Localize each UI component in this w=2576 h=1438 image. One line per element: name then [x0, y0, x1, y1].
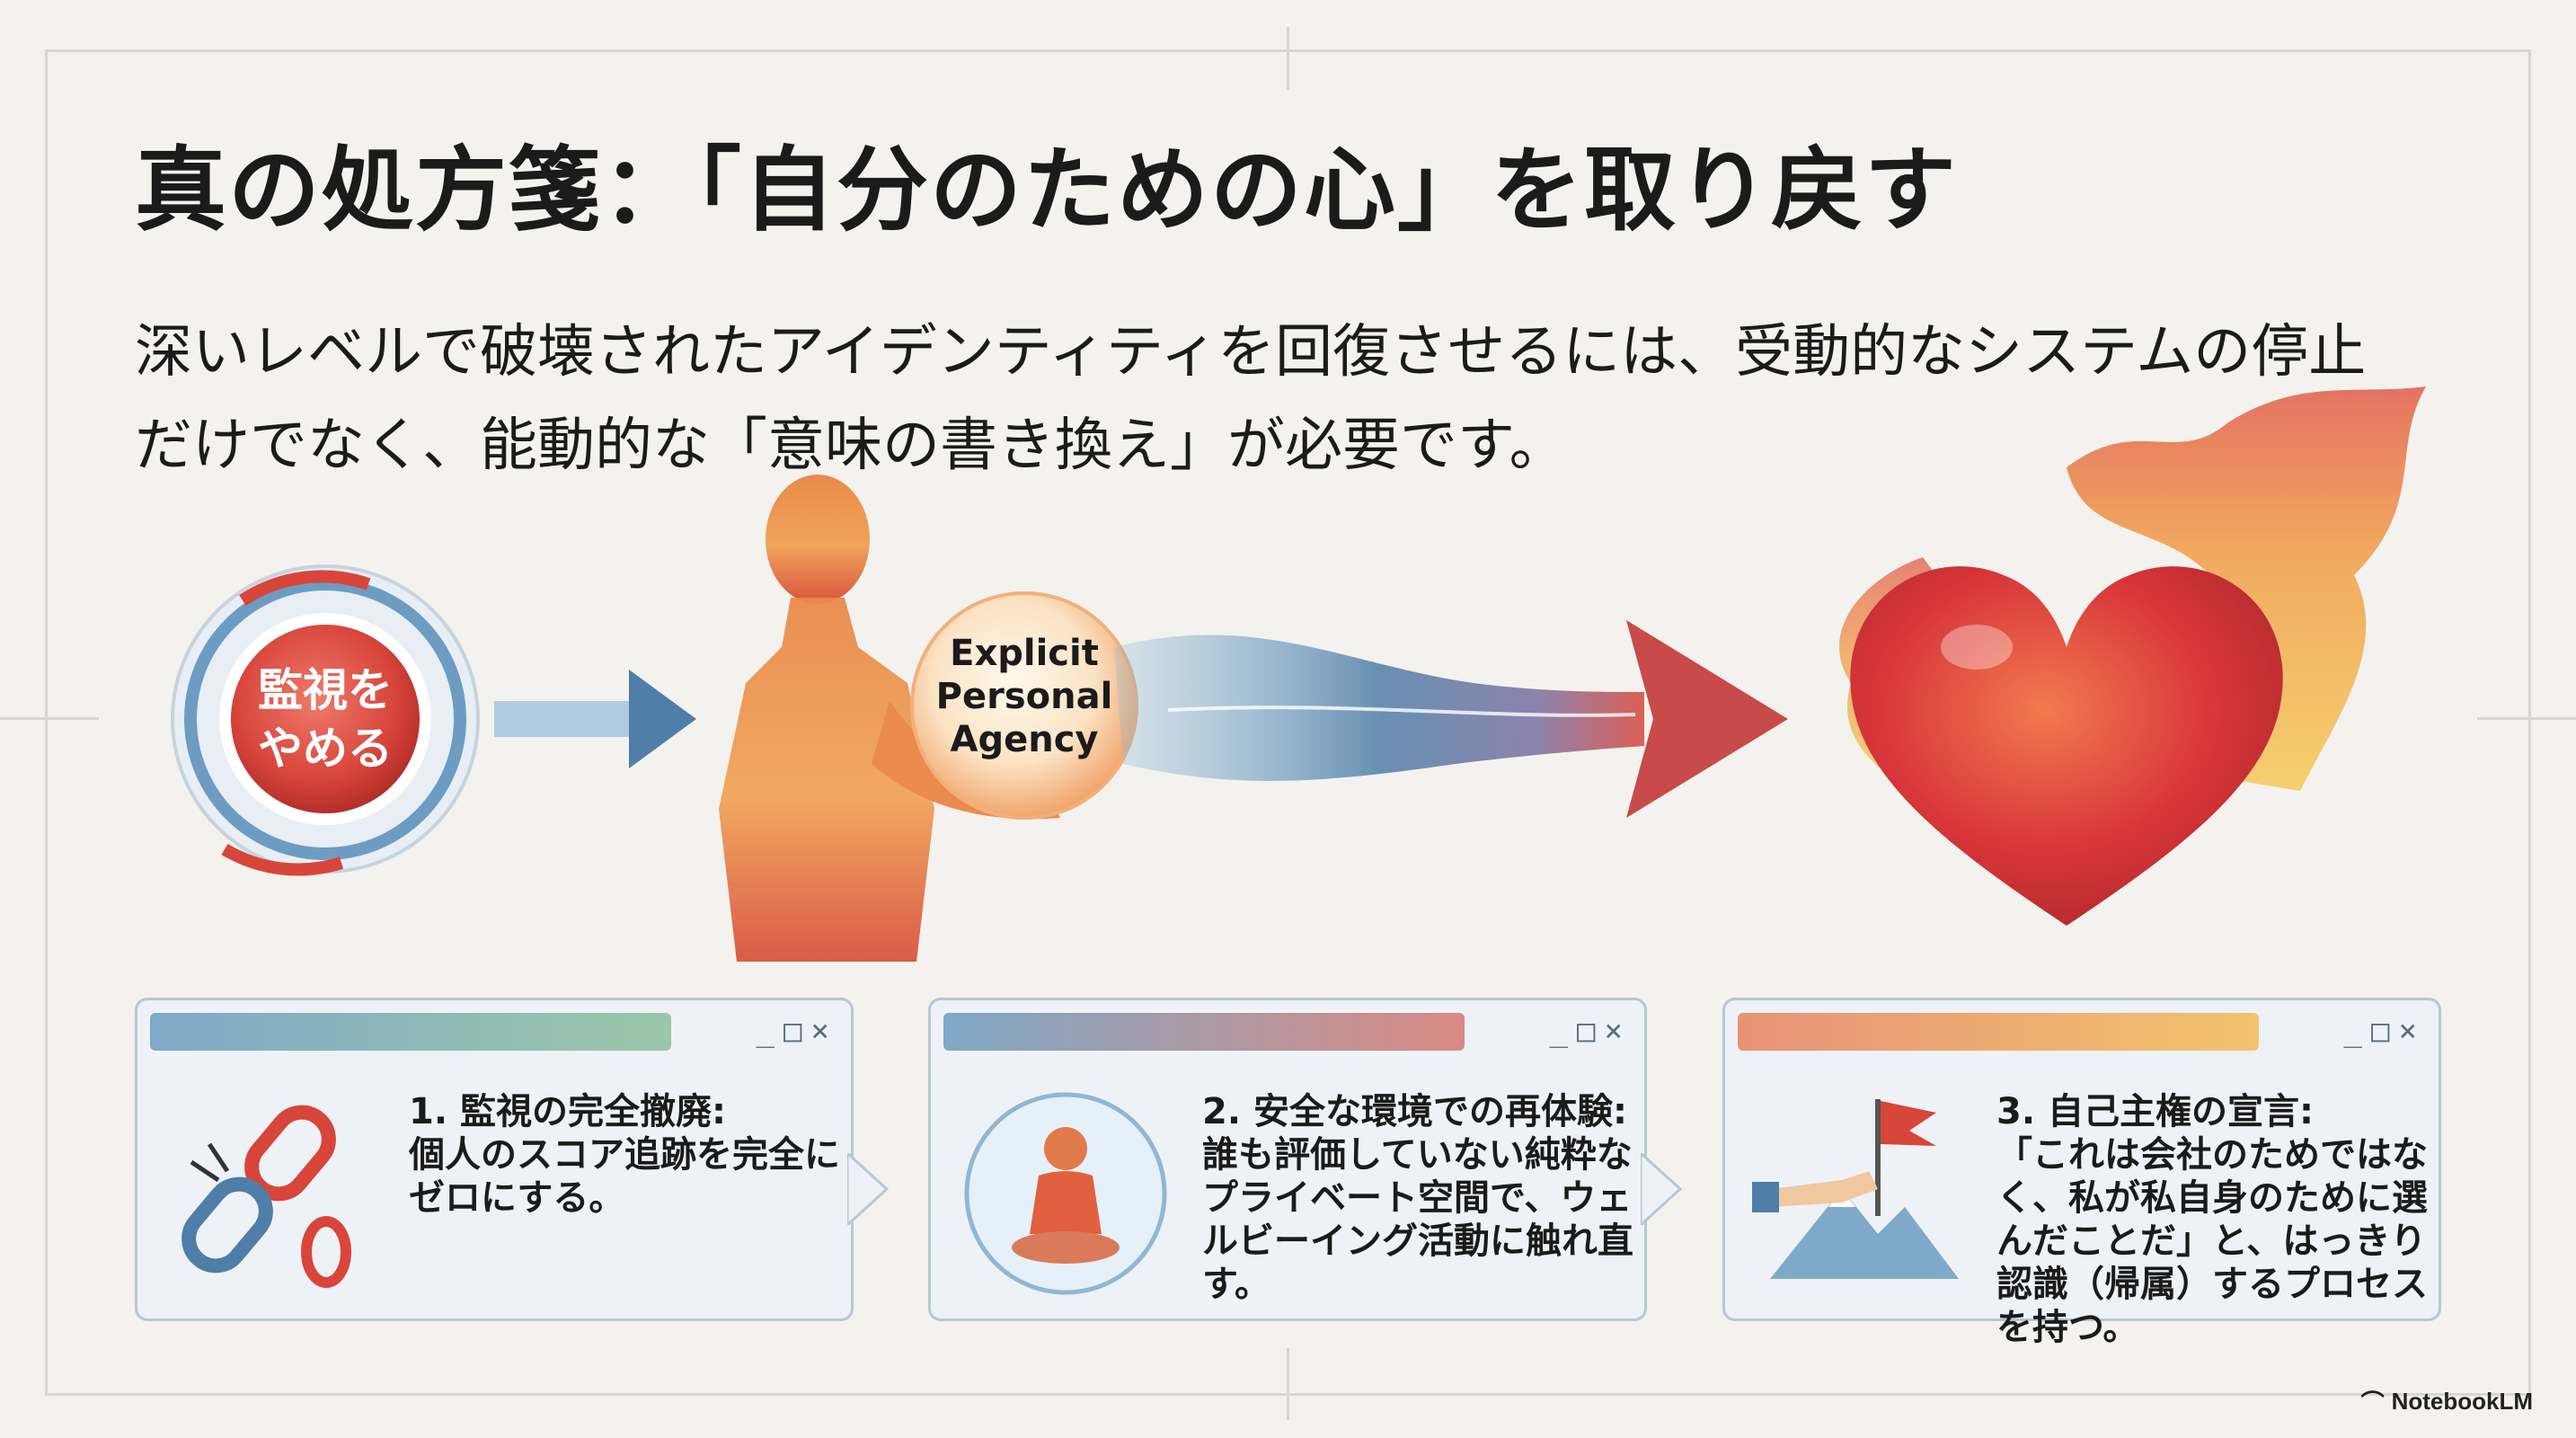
card-heading-3: 3. 自己主権の宣言:	[1996, 1091, 2314, 1132]
card-header-band	[943, 1013, 1465, 1051]
maximize-icon[interactable]: □	[1577, 1013, 1596, 1049]
close-icon[interactable]: ×	[2398, 1013, 2417, 1049]
card-header-band	[150, 1013, 671, 1051]
card-heading-1: 1. 監視の完全撤廃:	[409, 1091, 726, 1132]
card-header-band	[1738, 1013, 2259, 1051]
bubble-person-icon	[964, 1092, 1167, 1295]
flow-arrow-icon	[1114, 620, 1788, 818]
frame-tick-top-center	[1287, 27, 1289, 90]
minimize-icon[interactable]: _	[2343, 1013, 2363, 1049]
frame-tick-left-mid	[0, 717, 99, 720]
recovery-illustration: 監視を やめる Explicit Personal Agency	[171, 386, 2426, 962]
step-card-2: _ □ × 2. 安全な環境での再体験: 誰も評価していない純粋なプライベート空…	[928, 998, 1683, 1321]
minimize-icon[interactable]: _	[1549, 1013, 1569, 1049]
step-card-1: _ □ × 1. 監視の完全撤廃: 個人のスコア追跡を完全にゼロにする。	[135, 998, 890, 1321]
window-controls: _ □ ×	[2344, 1013, 2417, 1049]
orb-line1: Explicit	[950, 633, 1099, 674]
card-body-2: 誰も評価していない純粋なプライベート空間で、ウェルビーイング活動に触れ直す。	[1202, 1134, 1633, 1305]
brand-watermark: ⌒ NotebookLM	[2361, 1385, 2533, 1418]
card-pointer-icon	[847, 1153, 890, 1225]
minimize-icon[interactable]: _	[756, 1013, 775, 1049]
button-label-line2: やめる	[258, 723, 393, 775]
step-card-3: _ □ × 3. 自己主権の宣言: 「これは会社のためではなく、私が私自身のため…	[1722, 998, 2441, 1348]
flag-on-mountain-icon	[1752, 1099, 1959, 1279]
card-body-3: 「これは会社のためではなく、私が私自身のために選んだことだ」と、はっきり認識（帰…	[1996, 1134, 2428, 1348]
maximize-icon[interactable]: □	[2371, 1013, 2390, 1049]
orb-line2: Personal	[936, 676, 1113, 717]
orb-line3: Agency	[951, 719, 1099, 760]
close-icon[interactable]: ×	[810, 1013, 829, 1049]
frame-right-line	[2528, 49, 2531, 1396]
card-text-3: 3. 自己主権の宣言: 「これは会社のためではなく、私が私自身のために選んだこと…	[1996, 1090, 2428, 1349]
frame-left-line	[45, 49, 48, 1396]
frame-tick-right-mid	[2477, 717, 2576, 720]
notebooklm-logo-icon: ⌒	[2360, 1389, 2385, 1416]
page-title: 真の処方箋：「自分のための心」を取り戻す	[135, 138, 1958, 244]
broken-chain-zero-icon	[181, 1105, 351, 1288]
frame-tick-bottom-center	[1287, 1348, 1289, 1420]
flaming-heart-icon	[1839, 386, 2426, 926]
maximize-icon[interactable]: □	[783, 1013, 802, 1049]
person-figure-icon	[719, 475, 1060, 962]
card-text-2: 2. 安全な環境での再体験: 誰も評価していない純粋なプライベート空間で、ウェル…	[1202, 1090, 1633, 1306]
card-pointer-icon	[1641, 1153, 1683, 1225]
card-heading-2: 2. 安全な環境での再体験:	[1202, 1091, 1627, 1132]
button-label-line1: 監視を	[258, 664, 393, 716]
card-body-1: 個人のスコア追跡を完全にゼロにする。	[409, 1134, 840, 1219]
window-controls: _ □ ×	[757, 1013, 829, 1049]
close-icon[interactable]: ×	[1604, 1013, 1623, 1049]
brand-name: NotebookLM	[2391, 1388, 2533, 1415]
card-text-1: 1. 監視の完全撤廃: 個人のスコア追跡を完全にゼロにする。	[409, 1090, 840, 1220]
stop-monitoring-button-icon	[171, 564, 480, 876]
page-subtitle: 深いレベルで破壊されたアイデンティティを回復させるには、受動的なシステムの停止だ…	[135, 319, 2367, 479]
window-controls: _ □ ×	[1550, 1013, 1623, 1049]
arrow-right-icon	[494, 670, 696, 768]
